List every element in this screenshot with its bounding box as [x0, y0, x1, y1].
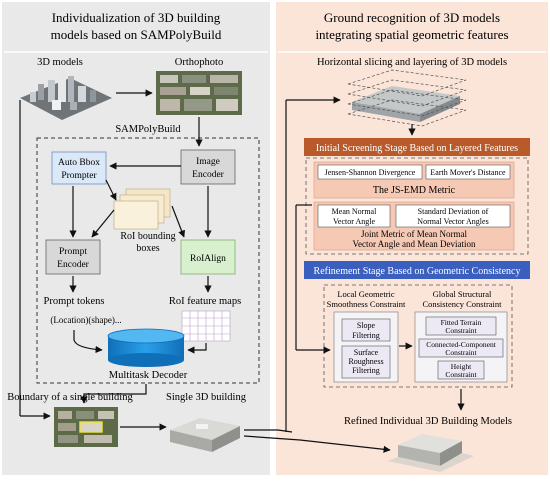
connected-line2: Constraint — [445, 348, 477, 357]
tokens-example: (Location)(shape)... — [50, 315, 121, 325]
right-title-line1: Ground recognition of 3D models — [324, 10, 500, 25]
image-encoder-line1: Image — [196, 157, 220, 167]
mean-normal-line1: Mean Normal — [332, 207, 377, 216]
stage1-header — [304, 138, 530, 156]
layered-slicing-image — [347, 69, 467, 127]
auto-bbox-line1: Auto Bbox — [58, 158, 100, 168]
sam-label: SAMPolyBuild — [115, 124, 181, 135]
roi-boxes-line1: RoI bounding — [120, 231, 175, 242]
joint-line1: Joint Metric of Mean Normal — [361, 229, 467, 239]
slope-filter-box — [341, 318, 391, 342]
std-normal-line2: Normal Vector Angles — [417, 217, 488, 226]
local-line2: Smoothness Constraint — [327, 299, 406, 309]
jsd-text: Jensen-Shannon Divergence — [325, 168, 416, 177]
boundary-label: Boundary of a single building — [7, 392, 133, 403]
orthophoto-image — [156, 71, 242, 115]
joint-line2: Vector Angle and Mean Deviation — [353, 239, 476, 249]
mean-normal-box — [317, 204, 391, 228]
global-line1: Global Structural — [433, 289, 492, 299]
height-constraint-box — [437, 360, 485, 380]
prompt-encoder-line1: Prompt — [59, 247, 87, 257]
emd-box — [425, 164, 511, 180]
fitted-line2: Constraint — [445, 326, 477, 335]
prompt-encoder-line2: Encoder — [57, 260, 89, 270]
surface-line3: Filtering — [352, 366, 380, 375]
slope-line1: Slope — [357, 321, 376, 330]
jsd-box — [317, 164, 423, 180]
stage2-box — [323, 284, 513, 388]
image-encoder-box — [180, 149, 236, 185]
image-encoder-line2: Encoder — [192, 170, 224, 180]
connected-component-box — [418, 338, 504, 358]
left-title-line2: models based on SAMPolyBuild — [51, 27, 222, 42]
mean-normal-line2: Vector Angle — [333, 217, 375, 226]
surface-roughness-box — [341, 345, 391, 379]
slicing-label: Horizontal slicing and layering of 3D mo… — [317, 57, 507, 68]
roi-boxes-line2: boxes — [136, 243, 159, 254]
stage2-header-text: Refinement Stage Based on Geometric Cons… — [314, 266, 521, 277]
single-building-image — [170, 418, 240, 452]
sampolybuild-box — [36, 137, 260, 384]
fitted-line1: Fitted Terrain — [441, 318, 482, 327]
feature-map-grid-icon — [181, 310, 231, 342]
roi-feature-maps-label: RoI feature maps — [169, 296, 241, 307]
stage1-box — [305, 157, 529, 255]
prompt-tokens-label: Prompt tokens — [44, 296, 105, 307]
local-line1: Local Geometric — [337, 289, 395, 299]
js-emd-text: The JS-EMD Metric — [373, 185, 456, 196]
single-3d-label: Single 3D building — [166, 392, 247, 403]
height-line2: Constraint — [445, 370, 477, 379]
right-title-line2: integrating spatial geometric features — [315, 27, 508, 42]
multitask-decoder-icon — [107, 328, 185, 367]
std-normal-line1: Standard Deviation of — [418, 207, 489, 216]
auto-bbox-prompter-box — [51, 151, 107, 185]
refined-label: Refined Individual 3D Building Models — [344, 416, 512, 427]
stage2-header — [304, 261, 530, 279]
city-model-image — [20, 70, 112, 120]
roialign-label: RoIAlign — [190, 254, 226, 264]
surface-line1: Surface — [354, 348, 379, 357]
roi-boxes-stack-icon — [113, 188, 171, 230]
boundary-image — [54, 407, 118, 447]
slope-line2: Filtering — [352, 331, 380, 340]
fitted-terrain-box — [425, 316, 497, 336]
ortho-label: Orthophoto — [175, 57, 223, 68]
left-title-line1: Individualization of 3D building — [52, 10, 221, 25]
std-normal-box — [395, 204, 511, 228]
global-line2: Consistency Constraint — [422, 299, 502, 309]
auto-bbox-line2: Prompter — [61, 171, 97, 181]
height-line1: Height — [451, 362, 472, 371]
refined-building-image — [388, 434, 474, 472]
prompt-encoder-box — [45, 239, 101, 275]
surface-line2: Roughness — [348, 357, 383, 366]
emd-text: Earth Mover's Distance — [430, 168, 506, 177]
stage1-header-text: Initial Screening Stage Based on Layered… — [316, 143, 518, 154]
roialign-box — [180, 239, 236, 275]
connected-line1: Connected-Component — [426, 340, 496, 349]
models-label: 3D models — [37, 57, 83, 68]
multitask-decoder-label: Multitask Decoder — [109, 370, 188, 381]
